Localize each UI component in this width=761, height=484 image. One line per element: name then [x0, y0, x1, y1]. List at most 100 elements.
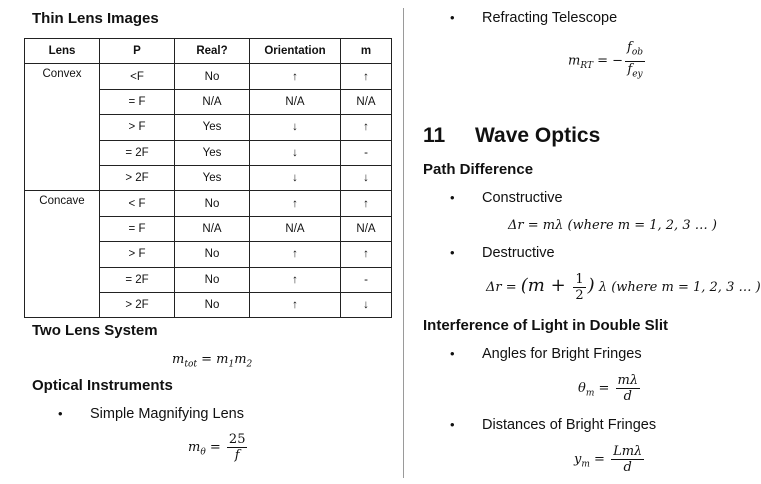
- distances-bullet: • Distances of Bright Fringes: [450, 417, 656, 433]
- fraction-denominator: d: [623, 389, 632, 404]
- destructive-bullet: • Destructive: [450, 245, 555, 261]
- formula-symbol: f: [627, 40, 632, 55]
- table-cell: ↑: [340, 63, 392, 90]
- table-cell: ↑: [340, 190, 392, 217]
- formula-part: (m +: [520, 275, 572, 296]
- table-cell: < F: [99, 190, 175, 217]
- formula-symbol: m: [216, 352, 229, 367]
- bullet-label: Constructive: [482, 190, 563, 206]
- table-cell: N/A: [340, 215, 392, 243]
- table-cell: <F: [99, 63, 175, 90]
- table-cell: Yes: [174, 164, 250, 192]
- table-row: Convex <F No ↑ ↑: [24, 63, 392, 192]
- table-cell: Yes: [174, 114, 250, 141]
- table-cell: = F: [99, 215, 175, 243]
- fraction-numerator: 1: [573, 272, 586, 288]
- table-row: > F Yes ↓ ↑: [25, 114, 392, 141]
- header-orientation: Orientation: [249, 37, 341, 65]
- header-m: m: [340, 37, 392, 65]
- formula-part: λ (where m = 1, 2, 3 … ): [594, 280, 761, 295]
- header-lens: Lens: [24, 37, 100, 65]
- formula-operator: =: [205, 440, 225, 455]
- formula-part: Δr =: [486, 280, 521, 295]
- table-cell: N/A: [174, 215, 250, 243]
- table-cell: ↓: [340, 291, 392, 319]
- formula-symbol: m: [234, 352, 247, 367]
- left-column: Thin Lens Images Lens P Real? Orientatio…: [24, 10, 392, 463]
- two-lens-title: Two Lens System: [32, 322, 158, 339]
- formula-symbol: m: [568, 53, 581, 69]
- table-cell: > 2F: [99, 291, 175, 319]
- fraction-numerator: fob: [625, 40, 646, 62]
- fraction-denominator: d: [623, 460, 632, 475]
- table-cell: Yes: [174, 139, 250, 166]
- magnifier-bullet: •Simple Magnifying Lens: [58, 406, 244, 422]
- formula-operator: =: [196, 352, 217, 367]
- table-cell: -: [340, 266, 392, 293]
- thin-lens-table: Lens P Real? Orientation m Convex <F No …: [24, 37, 392, 319]
- formula-symbol: θ: [578, 381, 586, 396]
- two-lens-formula: mtot = m1m2: [172, 352, 252, 370]
- bullet-icon: •: [450, 190, 455, 205]
- fraction-numerator: 25: [226, 432, 248, 448]
- table-cell: ↑: [249, 266, 341, 293]
- bullet-label: Destructive: [482, 245, 555, 261]
- telescope-bullet: •Refracting Telescope: [450, 10, 617, 26]
- table-cell: > F: [99, 241, 175, 268]
- fraction-denominator: fey: [625, 62, 644, 83]
- fraction-denominator: f: [234, 448, 240, 463]
- table-cell: = 2F: [99, 139, 175, 166]
- bullet-label: Simple Magnifying Lens: [90, 406, 244, 422]
- formula-subscript: m: [581, 459, 590, 470]
- interference-title: Interference of Light in Double Slit: [423, 317, 669, 334]
- fraction-denominator: 2: [575, 288, 584, 303]
- table-cell: N/A: [249, 215, 341, 243]
- lens-type-cell: Concave: [24, 190, 100, 319]
- formula-subscript: 2: [246, 359, 253, 370]
- header-p: P: [99, 37, 175, 65]
- thin-lens-title: Thin Lens Images: [32, 10, 159, 27]
- table-header-row: Lens P Real? Orientation m: [24, 37, 392, 65]
- formula-symbol: m: [188, 440, 201, 455]
- table-cell: ↓: [340, 164, 392, 192]
- section-title: Wave Optics: [475, 124, 601, 147]
- table-cell: No: [174, 190, 250, 217]
- table-cell: > 2F: [99, 164, 175, 192]
- table-cell: ↓: [249, 139, 341, 166]
- bullet-icon: •: [450, 10, 455, 25]
- table-cell: = F: [99, 88, 175, 116]
- table-cell: ↑: [340, 241, 392, 268]
- formula-subscript: ob: [631, 47, 644, 58]
- table-cell: No: [174, 266, 250, 293]
- fraction-numerator: mλ: [615, 373, 641, 389]
- table-cell: N/A: [340, 88, 392, 116]
- bullet-icon: •: [450, 417, 455, 432]
- table-cell: ↑: [249, 190, 341, 217]
- table-cell: ↑: [249, 291, 341, 319]
- table-cell: > F: [99, 114, 175, 141]
- constructive-bullet: • Constructive: [450, 190, 563, 206]
- lens-type-cell: Convex: [24, 63, 100, 192]
- table-cell: ↓: [249, 114, 341, 141]
- header-real: Real?: [174, 37, 250, 65]
- formula-subscript: RT: [580, 61, 593, 72]
- bullet-label: Distances of Bright Fringes: [482, 417, 657, 433]
- bullet-label: Angles for Bright Fringes: [482, 346, 642, 362]
- table-row: > F No ↑ ↑: [25, 241, 392, 268]
- table-cell: ↑: [340, 114, 392, 141]
- bullet-icon: •: [450, 245, 455, 260]
- formula-symbol: f: [627, 61, 633, 77]
- formula-operator: = −: [592, 53, 624, 69]
- formula-subscript: θ: [200, 447, 206, 458]
- formula-operator: =: [589, 452, 610, 467]
- table-row: = F N/A N/A N/A: [25, 88, 392, 116]
- formula-subscript: 1: [228, 359, 235, 370]
